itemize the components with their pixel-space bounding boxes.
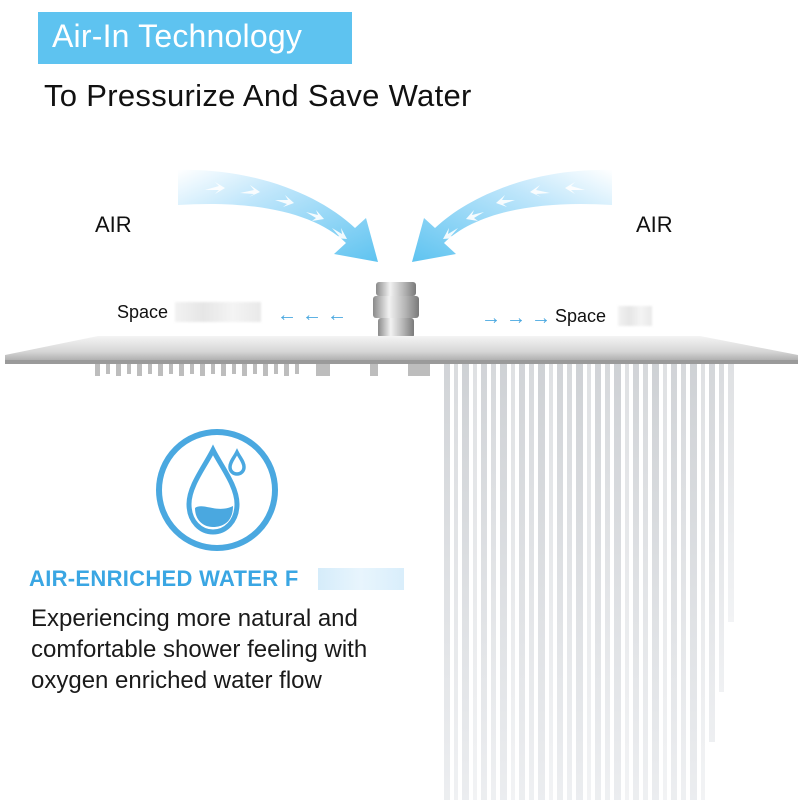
air-arrow-right [412, 169, 612, 262]
small-arrows-left-icon: ←←← [277, 304, 352, 326]
air-label-right: AIR [636, 212, 673, 237]
feature-description: Experiencing more natural and comfortabl… [31, 603, 431, 696]
water-drop-icon [156, 429, 278, 551]
space-label-left: Space [117, 302, 169, 322]
feature-description-line: oxygen enriched water flow [31, 667, 322, 694]
blurred-text-left [175, 302, 261, 322]
feature-title-blurred [318, 568, 404, 590]
air-label-left: AIR [95, 212, 132, 237]
space-label-right: Space [555, 306, 607, 326]
title-banner: Air-In Technology [38, 12, 352, 64]
subtitle: To Pressurize And Save Water [44, 78, 472, 113]
shower-connector [373, 282, 419, 338]
title-banner-text: Air-In Technology [52, 18, 303, 54]
shower-head-plate [5, 336, 798, 376]
feature-description-line: Experiencing more natural and [31, 605, 358, 632]
air-arrow-left [178, 169, 378, 262]
small-arrows-right-icon: →→→ [481, 307, 556, 329]
blurred-text-right [618, 306, 652, 326]
water-streams [444, 362, 734, 800]
feature-title: AIR-ENRICHED WATER F [29, 566, 299, 591]
feature-description-line: comfortable shower feeling with [31, 636, 368, 663]
